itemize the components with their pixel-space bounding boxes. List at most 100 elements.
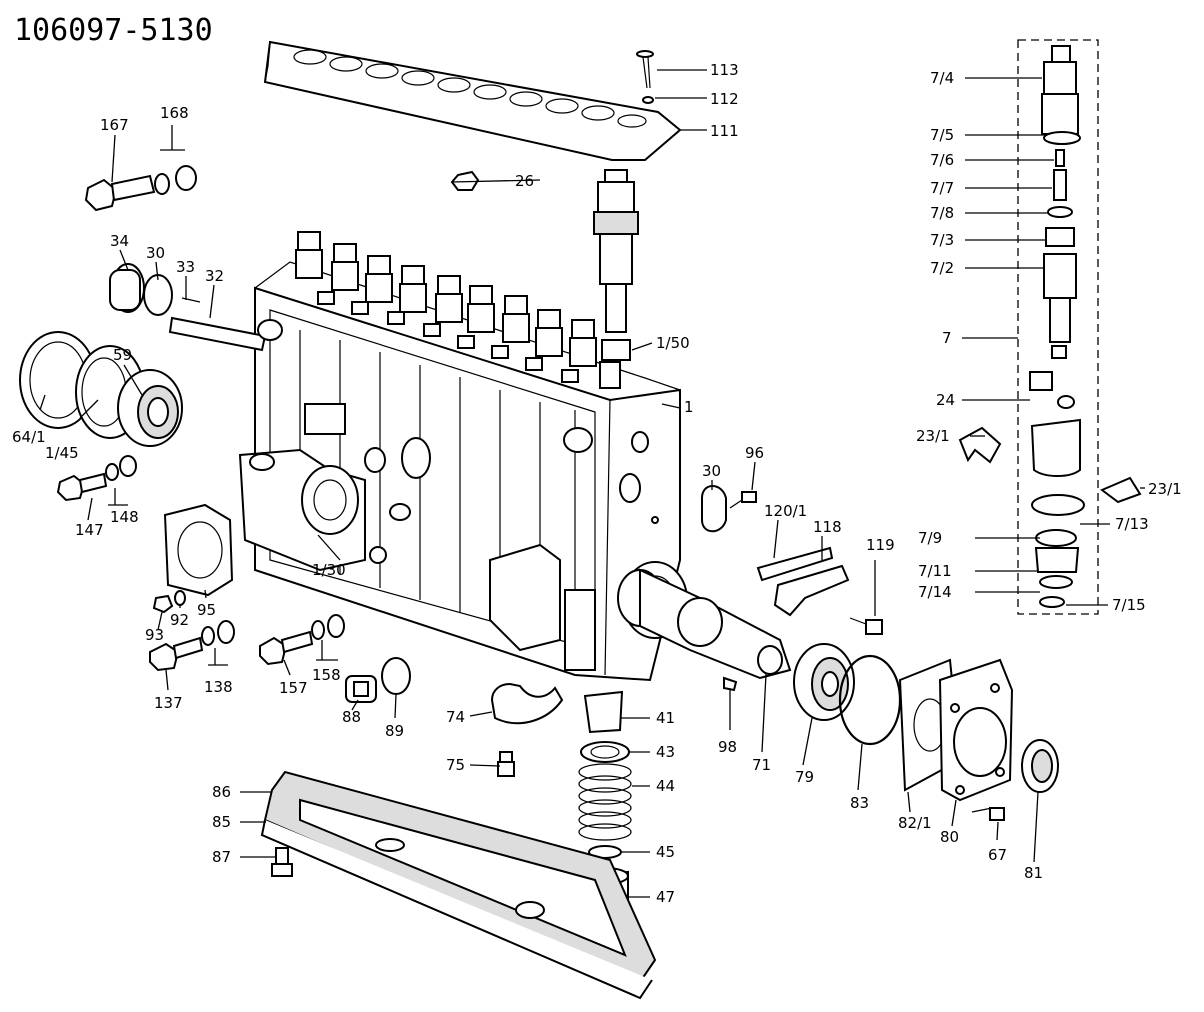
stop-plate-32	[168, 297, 267, 352]
callout-26: 26	[515, 172, 534, 190]
callout-33: 33	[176, 258, 195, 276]
callout-96: 96	[745, 444, 764, 462]
seal-81	[1021, 739, 1059, 793]
governor-housing	[238, 448, 366, 572]
callout-88: 88	[342, 708, 361, 726]
flange-95	[163, 503, 234, 597]
callout-119: 119	[866, 536, 895, 554]
delivery-valve-holder-exploded	[450, 169, 639, 389]
callout-1-50: 1/50	[656, 334, 690, 352]
top-cover-111	[263, 40, 682, 161]
callout-59: 59	[113, 346, 132, 364]
callout-82-1: 82/1	[898, 814, 932, 832]
callout-74: 74	[446, 708, 465, 726]
callout-7-11: 7/11	[918, 562, 952, 580]
leader-lines	[39, 69, 1145, 898]
screw-119	[849, 617, 883, 635]
flange-80	[938, 658, 1014, 802]
bolt-137	[149, 620, 235, 672]
callout-112: 112	[710, 90, 739, 108]
callout-44: 44	[656, 777, 675, 795]
bolt-167	[84, 165, 197, 212]
camshaft-71	[617, 568, 792, 680]
callout-138: 138	[204, 678, 233, 696]
callout-67: 67	[988, 846, 1007, 864]
callout-7-9: 7/9	[918, 529, 942, 547]
drawing-number: 106097-5130	[14, 13, 213, 48]
callout-168: 168	[160, 104, 189, 122]
cap-30	[701, 485, 727, 533]
bottom-cover-85-86	[260, 770, 657, 1000]
callout-7-8: 7/8	[930, 204, 954, 222]
callout-111: 111	[710, 122, 739, 140]
callout-1: 1	[684, 398, 694, 416]
callout-71: 71	[752, 756, 771, 774]
callout-75: 75	[446, 756, 465, 774]
callout-92: 92	[170, 611, 189, 629]
callout-137: 137	[154, 694, 183, 712]
callout-24: 24	[936, 391, 955, 409]
callout-87: 87	[212, 848, 231, 866]
callout-30-right: 30	[702, 462, 721, 480]
plug-34	[109, 263, 173, 316]
callout-120-1: 120/1	[764, 502, 807, 520]
callout-64-1: 64/1	[12, 428, 46, 446]
callout-47: 47	[656, 888, 675, 906]
callout-32: 32	[205, 267, 224, 285]
callout-23-1-left: 23/1	[916, 427, 950, 445]
callout-147: 147	[75, 521, 104, 539]
callout-80: 80	[940, 828, 959, 846]
bearing-59	[117, 369, 183, 447]
half-ring-74	[490, 682, 564, 725]
nut-93	[152, 590, 186, 614]
callout-7-13: 7/13	[1115, 515, 1149, 533]
callout-7-15: 7/15	[1112, 596, 1146, 614]
callout-1-30: 1/30	[312, 561, 346, 579]
callout-41: 41	[656, 709, 675, 727]
callout-45: 45	[656, 843, 675, 861]
callout-83: 83	[850, 794, 869, 812]
callout-7-3: 7/3	[930, 231, 954, 249]
screw-75	[497, 751, 515, 777]
delivery-valve-holders	[295, 231, 597, 383]
callout-7-14: 7/14	[918, 583, 952, 601]
plug-88	[345, 657, 411, 703]
callout-7-7: 7/7	[930, 179, 954, 197]
callout-34: 34	[110, 232, 129, 250]
callout-7-5: 7/5	[930, 126, 954, 144]
callout-81: 81	[1024, 864, 1043, 882]
callout-118: 118	[813, 518, 842, 536]
callout-79: 79	[795, 768, 814, 786]
callout-85: 85	[212, 813, 231, 831]
element-assembly-box	[1017, 39, 1099, 615]
screw-67	[971, 807, 1005, 821]
callout-7: 7	[942, 329, 952, 347]
callout-113: 113	[710, 61, 739, 79]
callout-30: 30	[146, 244, 165, 262]
callout-98: 98	[718, 738, 737, 756]
callout-167: 167	[100, 116, 129, 134]
clip-23-1-right	[1100, 476, 1142, 504]
callout-158: 158	[312, 666, 341, 684]
callout-89: 89	[385, 722, 404, 740]
key-98	[723, 676, 738, 692]
callout-148: 148	[110, 508, 139, 526]
callout-7-6: 7/6	[930, 151, 954, 169]
callout-23-1-right: 23/1	[1148, 480, 1182, 498]
bolt-157	[259, 614, 345, 666]
clip-23-1-left	[958, 426, 1002, 464]
callout-1-45: 1/45	[45, 444, 79, 462]
callout-86: 86	[212, 783, 231, 801]
callout-95: 95	[197, 601, 216, 619]
screw-113	[636, 50, 654, 104]
bracket-118	[773, 564, 850, 617]
callout-7-4: 7/4	[930, 69, 954, 87]
callout-157: 157	[279, 679, 308, 697]
housing-ribs	[257, 319, 596, 671]
bracket-120-1	[756, 546, 834, 582]
callout-93: 93	[145, 626, 164, 644]
bolt-147	[56, 455, 137, 502]
callout-43: 43	[656, 743, 675, 761]
callout-7-2: 7/2	[930, 259, 954, 277]
